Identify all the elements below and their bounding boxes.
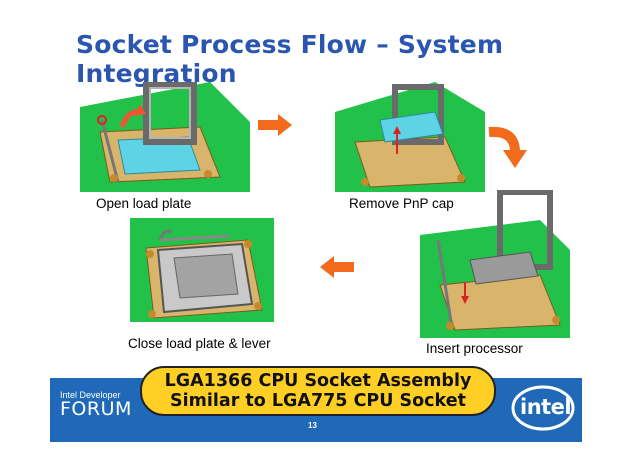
step-caption: Open load plate xyxy=(96,196,192,211)
step-image-insert-processor xyxy=(420,190,570,338)
step-image-open-load-plate xyxy=(80,82,250,192)
banner: LGA1366 CPU Socket Assembly Similar to L… xyxy=(140,366,496,416)
step-caption: Insert processor xyxy=(426,341,523,356)
arrow-down-curved-icon xyxy=(488,126,527,168)
step-image-remove-pnp-cap xyxy=(335,82,485,192)
slide-title: Socket Process Flow – System Integration xyxy=(76,30,504,88)
step-caption: Remove PnP cap xyxy=(349,196,454,211)
step-image-close-load-plate xyxy=(130,218,274,322)
logo-line2: FORUM xyxy=(60,398,132,420)
banner-line1: LGA1366 CPU Socket Assembly xyxy=(164,371,472,391)
page-number: 13 xyxy=(308,421,317,430)
arrow-right-icon xyxy=(258,114,292,136)
intel-logo-icon xyxy=(511,385,575,431)
banner-line2: Similar to LGA775 CPU Socket xyxy=(170,391,466,411)
intel-brand: intel xyxy=(520,395,572,419)
step-caption: Close load plate & lever xyxy=(128,336,271,351)
logo-line1: Intel Developer xyxy=(60,390,121,400)
idf-logo: Intel Developer FORUM xyxy=(60,390,132,420)
arrow-left-icon xyxy=(320,256,354,278)
